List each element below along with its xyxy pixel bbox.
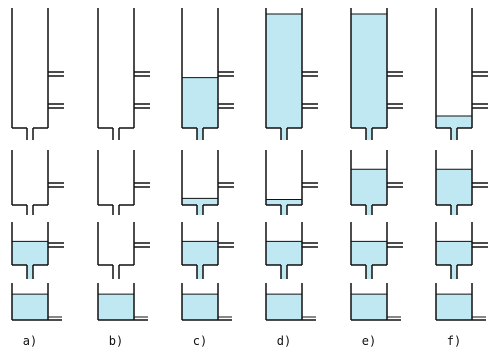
water-fill bbox=[436, 241, 472, 265]
tank-middle bbox=[350, 222, 403, 279]
outlet-water bbox=[281, 265, 287, 279]
tank-top bbox=[97, 8, 150, 140]
water-fill bbox=[182, 294, 218, 320]
tank-top bbox=[11, 8, 64, 140]
column-c: c) bbox=[181, 8, 234, 348]
column-label: e) bbox=[362, 334, 376, 348]
water-fill bbox=[266, 14, 302, 128]
tank-top bbox=[435, 8, 488, 140]
tank-middle bbox=[97, 222, 150, 279]
tank-upper bbox=[97, 150, 150, 215]
water-fill bbox=[12, 294, 48, 320]
tank-upper bbox=[350, 150, 403, 215]
column-label: d) bbox=[277, 334, 291, 348]
column-label: a) bbox=[23, 334, 37, 348]
outlet-water bbox=[451, 128, 457, 140]
outlet-water bbox=[366, 205, 372, 215]
tank-upper bbox=[181, 150, 234, 215]
column-label: c) bbox=[193, 334, 207, 348]
tank-top bbox=[265, 8, 318, 140]
water-fill bbox=[266, 199, 302, 205]
column-e: e) bbox=[350, 8, 403, 348]
tank-middle bbox=[181, 222, 234, 279]
water-fill bbox=[351, 241, 387, 265]
outlet-water bbox=[451, 205, 457, 215]
tank-middle bbox=[265, 222, 318, 279]
water-fill bbox=[436, 116, 472, 128]
column-b: b) bbox=[97, 8, 150, 348]
water-fill bbox=[436, 169, 472, 205]
water-fill bbox=[436, 294, 472, 320]
tank-bottom bbox=[181, 283, 232, 321]
outlet-water bbox=[281, 205, 287, 215]
water-fill bbox=[351, 14, 387, 128]
water-fill bbox=[351, 169, 387, 205]
column-label: b) bbox=[109, 334, 123, 348]
outlet-water bbox=[197, 205, 203, 215]
column-f: f) bbox=[435, 8, 488, 348]
tank-upper bbox=[265, 150, 318, 215]
water-fill bbox=[182, 241, 218, 265]
water-fill bbox=[98, 294, 134, 320]
outlet-water bbox=[281, 128, 287, 140]
water-fill bbox=[12, 241, 48, 265]
outlet-water bbox=[366, 128, 372, 140]
water-fill bbox=[182, 198, 218, 205]
tank-bottom bbox=[350, 283, 401, 321]
column-a: a) bbox=[11, 8, 64, 348]
water-fill bbox=[182, 77, 218, 128]
tank-bottom bbox=[11, 283, 62, 321]
water-fill bbox=[266, 241, 302, 265]
outlet-water bbox=[197, 265, 203, 279]
outlet-water bbox=[451, 265, 457, 279]
column-d: d) bbox=[265, 8, 318, 348]
tank-middle bbox=[11, 222, 64, 279]
tank-top bbox=[181, 8, 234, 140]
outlet-water bbox=[197, 128, 203, 140]
tank-bottom bbox=[435, 283, 486, 321]
tank-middle bbox=[435, 222, 488, 279]
tank-upper bbox=[435, 150, 488, 215]
outlet-water bbox=[366, 265, 372, 279]
column-label: f) bbox=[447, 334, 461, 348]
tank-top bbox=[350, 8, 403, 140]
tank-upper bbox=[11, 150, 64, 215]
tank-bottom bbox=[97, 283, 148, 321]
outlet-water bbox=[27, 265, 33, 279]
water-fill bbox=[351, 294, 387, 320]
water-fill bbox=[266, 294, 302, 320]
tank-bottom bbox=[265, 283, 316, 321]
